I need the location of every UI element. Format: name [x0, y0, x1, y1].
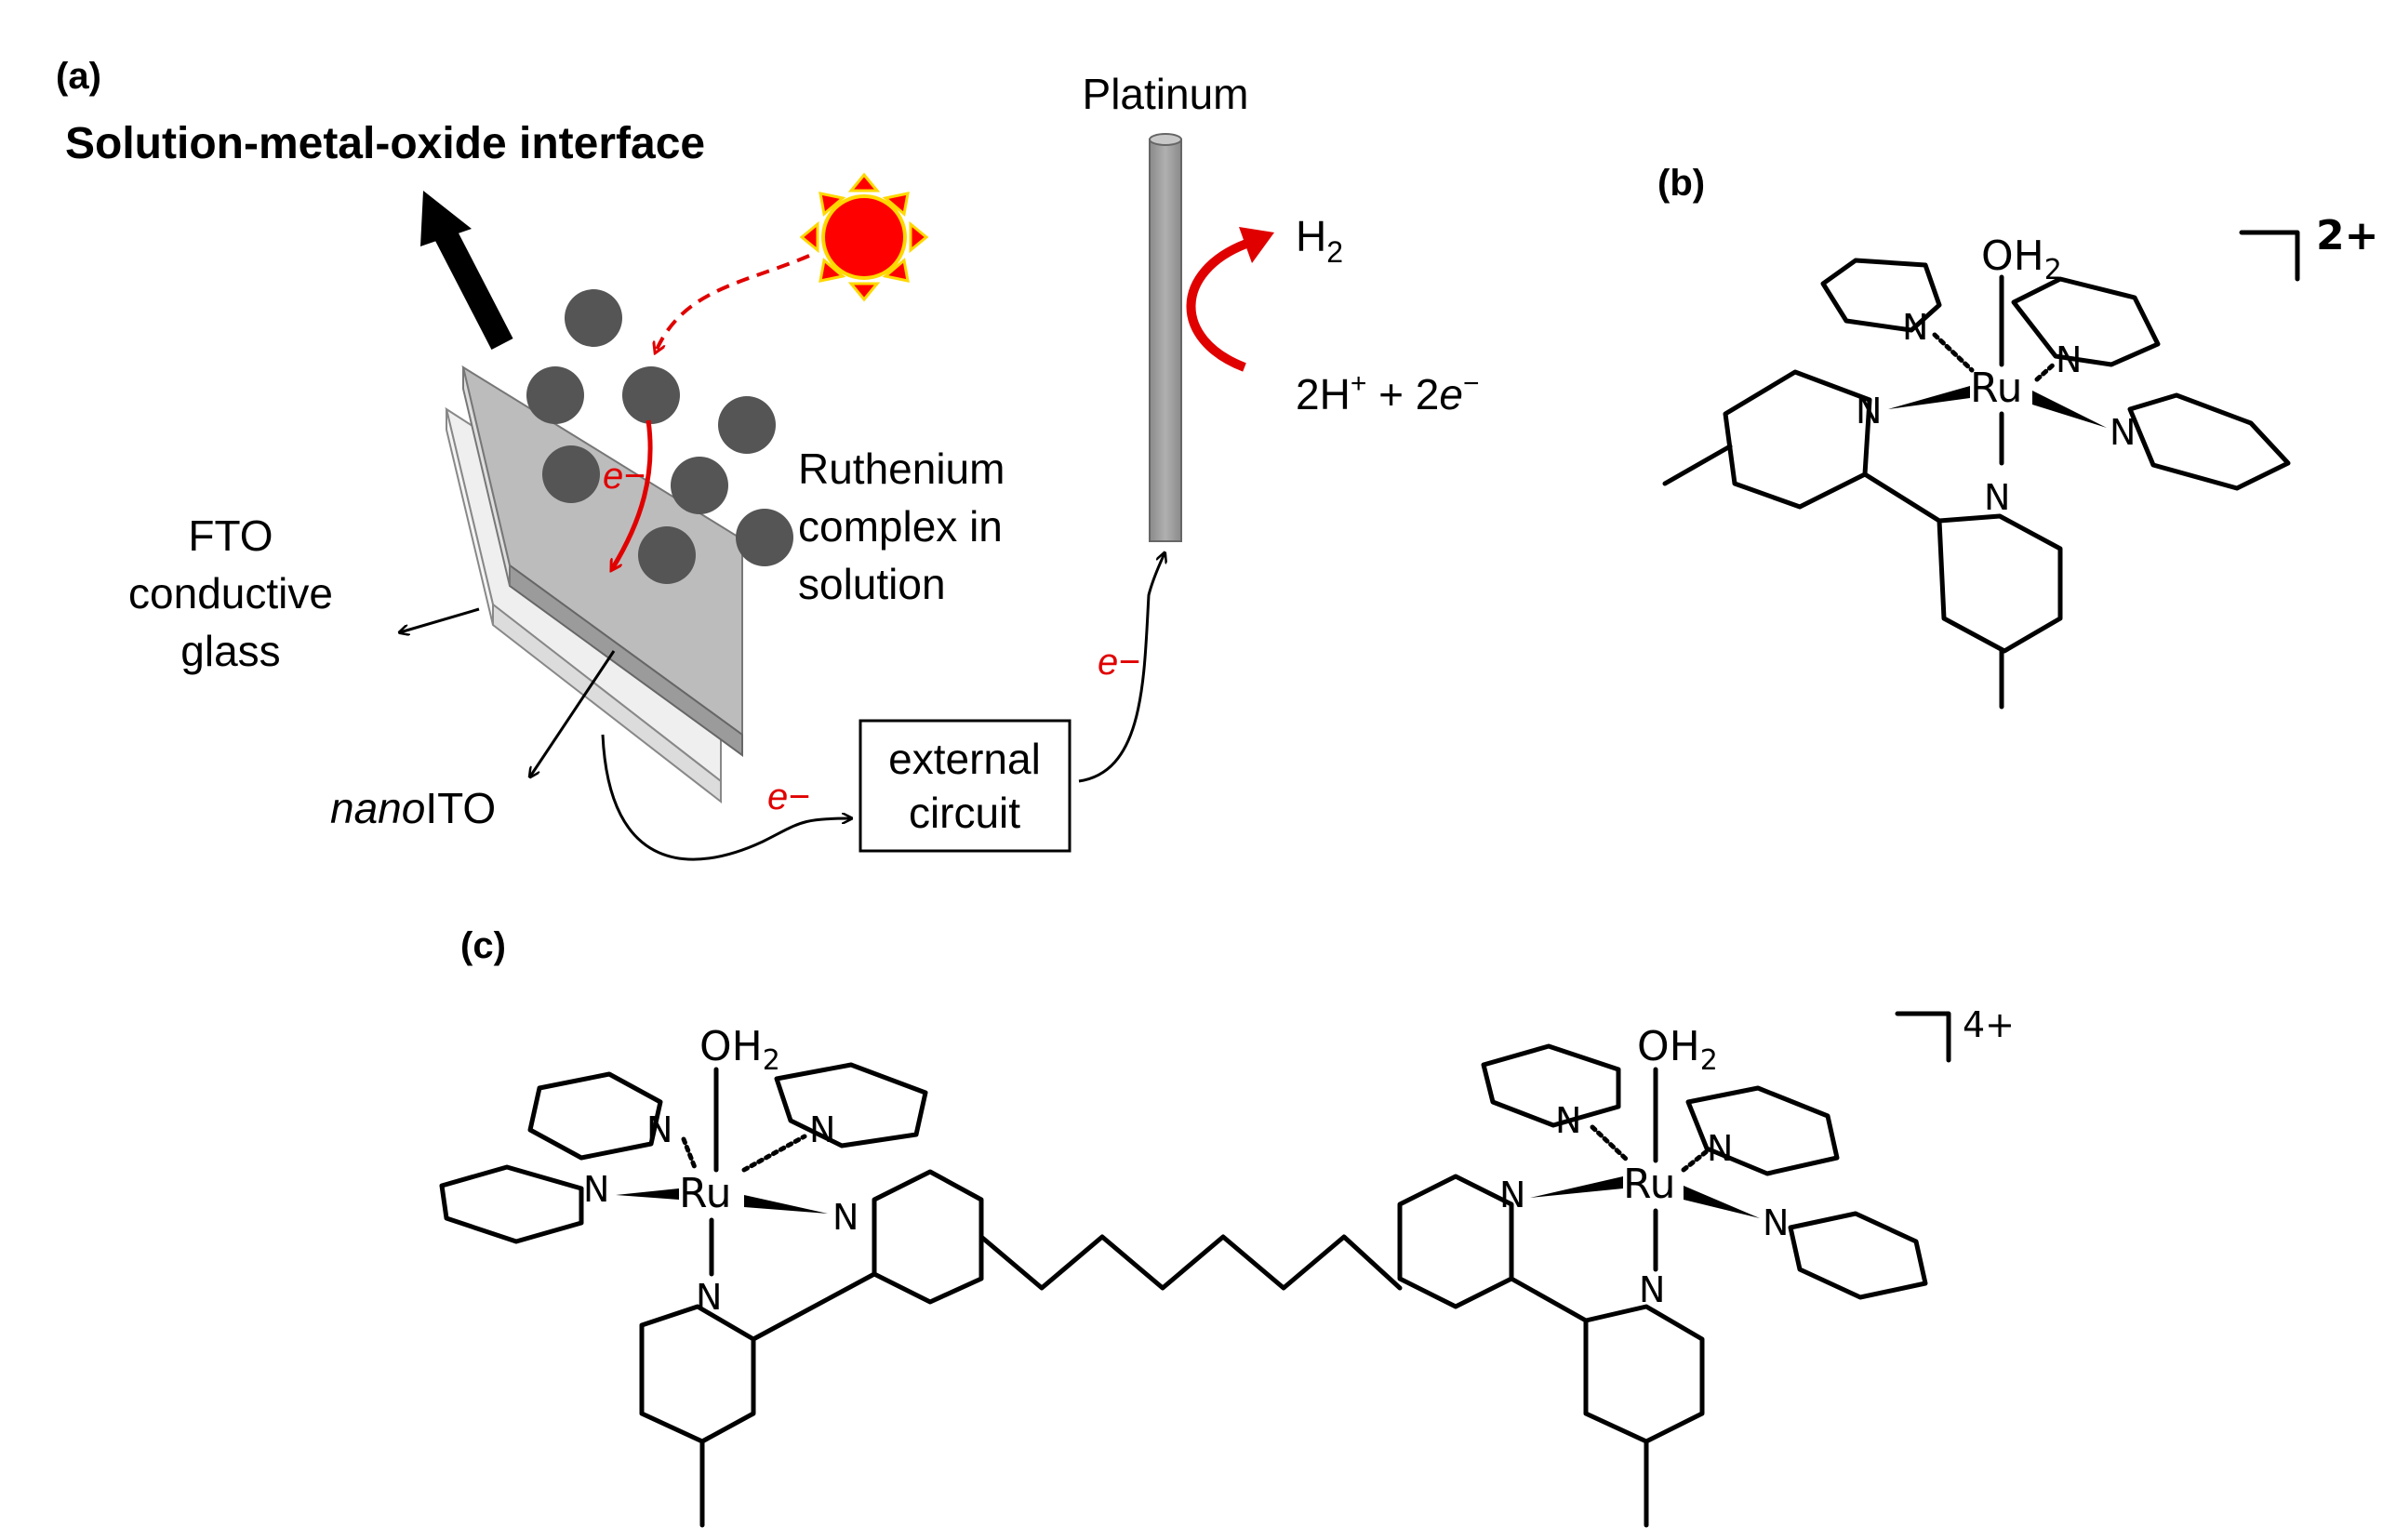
particle — [622, 366, 680, 424]
platinum-label: Platinum — [1083, 70, 1249, 118]
fto-label-line2: conductive — [128, 569, 333, 617]
electron-label-platinum: e− — [1098, 642, 1140, 683]
particle — [542, 445, 600, 503]
particle — [526, 366, 584, 424]
oh2-ligand-c-left: OH2 — [699, 1023, 780, 1077]
ruthenium-label-line3: solution — [798, 560, 946, 608]
electron-label-injection: e− — [603, 456, 646, 497]
n-atom-b: N — [1984, 477, 2010, 518]
external-circuit-box — [859, 719, 1072, 853]
fto-label-line1: FTO — [188, 511, 273, 560]
panel-c-label: (c) — [460, 925, 506, 966]
h2-label: H2 — [1296, 212, 1343, 269]
fto-label-line3: glass — [180, 627, 280, 675]
ru-atom-c-right: Ru — [1623, 1161, 1675, 1208]
bipy-rings-b — [1662, 369, 2063, 710]
nanoito-pointer — [530, 650, 616, 777]
oh2-ligand-c-right: OH2 — [1637, 1023, 1718, 1077]
charge-c: 4+ — [1963, 1004, 2015, 1045]
light-arrow — [656, 254, 810, 352]
particle — [671, 457, 728, 514]
sun-icon — [799, 172, 929, 302]
n-atom-c: N — [583, 1169, 609, 1210]
fto-pointer — [400, 607, 480, 632]
electron-injection-arrow — [612, 419, 653, 569]
ru-atom-b: Ru — [1970, 365, 2022, 412]
particles — [526, 289, 793, 584]
platinum-rod — [1149, 139, 1182, 542]
panel-c: (c) 4+ Ru OH2 N N N N N — [439, 925, 2015, 1528]
particle — [736, 509, 793, 566]
panel-a-label: (a) — [56, 56, 101, 97]
charge-b: 2+ — [2316, 212, 2378, 259]
h2-evolution-arrow — [1186, 239, 1248, 372]
external-circuit-line1: external — [888, 735, 1041, 783]
n-atom-c: N — [1639, 1269, 1665, 1310]
right-ru-complex: Ru OH2 N N N N N — [1397, 1023, 1928, 1528]
ru-atom-c-left: Ru — [679, 1170, 731, 1217]
wire-to-circuit — [601, 734, 851, 861]
terpy-rings-b — [1820, 258, 2291, 491]
arrow-icon — [420, 191, 513, 350]
wire-to-platinum — [1078, 553, 1165, 783]
particle — [565, 289, 622, 347]
panel-b-label: (b) — [1657, 163, 1705, 204]
nanoito-label: nanoITO — [330, 784, 496, 832]
n-atom-c: N — [1763, 1202, 1789, 1243]
ruthenium-label-line2: complex in — [798, 502, 1003, 551]
n-atom-c: N — [832, 1197, 859, 1238]
particle — [638, 526, 696, 584]
oh2-ligand-b: OH2 — [1981, 232, 2062, 286]
ruthenium-label-line1: Ruthenium — [798, 445, 1005, 493]
external-circuit-line2: circuit — [909, 789, 1020, 837]
alkyl-linker — [978, 1234, 1403, 1291]
electrode-stack — [445, 365, 743, 804]
particle — [718, 396, 776, 454]
h2-arrow-head — [1239, 227, 1274, 263]
interface-title: Solution-metal-oxide interface — [65, 119, 705, 168]
left-ru-complex: Ru OH2 N N N N N — [439, 1023, 984, 1528]
electron-label-wire: e− — [767, 777, 810, 817]
panel-b: (b) 2+ Ru OH2 N N N N N — [1657, 163, 2378, 710]
proton-equation: 2H+ + 2e− — [1296, 368, 1479, 418]
panel-a: (a) Solution-metal-oxide interface — [56, 56, 1479, 861]
